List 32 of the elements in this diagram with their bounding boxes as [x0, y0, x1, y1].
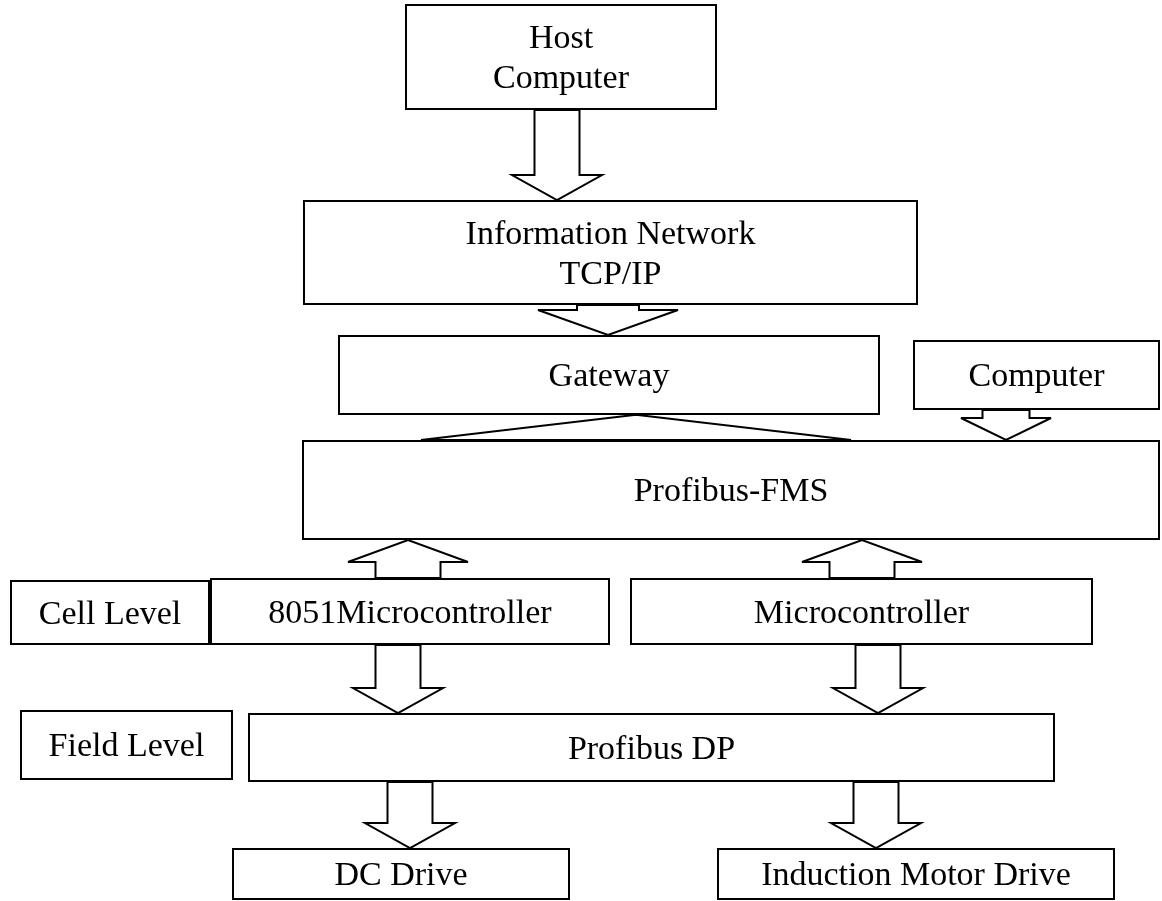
node-label: Microcontroller: [753, 591, 970, 632]
block-arrow: [960, 409, 1052, 441]
node-label: Profibus-FMS: [633, 470, 829, 510]
node-label: DC Drive: [334, 854, 468, 894]
node-label: Profibus DP: [567, 727, 736, 768]
block-arrow: [801, 539, 923, 579]
process-box: [405, 4, 717, 110]
node-label: Information Network TCP/IP: [464, 212, 757, 293]
process-box: [913, 340, 1160, 410]
process-box: [248, 713, 1055, 782]
process-box: [10, 580, 210, 645]
node-label: Computer: [968, 355, 1105, 395]
block-arrow: [508, 109, 606, 201]
block-arrow: [829, 644, 927, 714]
node-label: 8051Microcontroller: [268, 591, 552, 632]
process-box: [232, 848, 570, 900]
block-arrow: [827, 781, 925, 849]
process-box: [20, 710, 233, 780]
process-box: [630, 578, 1093, 645]
process-box: [717, 848, 1115, 900]
block-arrow: [349, 644, 447, 714]
process-box: [210, 578, 610, 645]
node-label: Induction Motor Drive: [761, 854, 1071, 894]
block-arrow: [537, 304, 679, 336]
process-box: [303, 200, 918, 305]
node-label: Field Level: [48, 725, 205, 765]
node-label: Gateway: [548, 355, 670, 395]
block-arrow: [420, 414, 852, 441]
node-label: Cell Level: [38, 592, 182, 633]
node-label: Host Computer: [492, 17, 630, 97]
block-arrow: [347, 539, 469, 579]
block-arrow: [361, 781, 459, 849]
